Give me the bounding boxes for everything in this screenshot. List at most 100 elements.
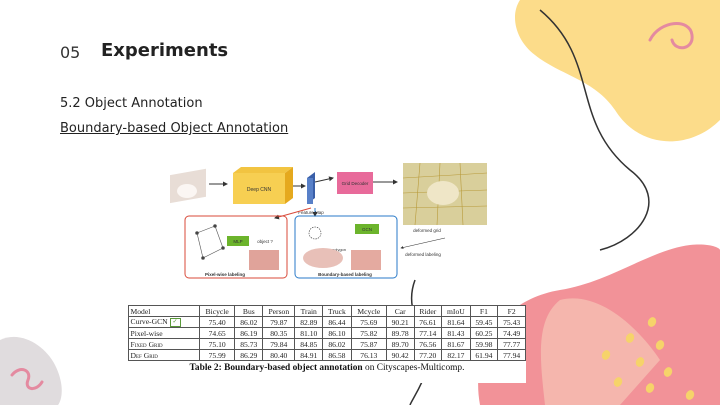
table-caption: Table 2: Boundary-based object annotatio…	[128, 363, 526, 373]
pixelwise-panel: MLP object ? Pixel-wise labeling	[184, 215, 288, 279]
feature-map-block: Feature Map	[298, 172, 324, 215]
polygon-label: polygon	[332, 247, 346, 252]
deep-cnn-label: Deep CNN	[247, 187, 272, 193]
table-cell: 77.20	[413, 349, 443, 361]
table-cell: 80.40	[262, 349, 296, 361]
pixelwise-labeling-label: Pixel-wise labeling	[205, 272, 245, 277]
table-cell: 77.77	[497, 338, 526, 350]
column-header: F1	[469, 305, 499, 317]
squiggle-decoration	[10, 368, 44, 390]
table-cell: 86.10	[322, 327, 352, 339]
subsubsection-heading: Boundary-based Object Annotation	[60, 121, 289, 136]
table-cell: 81.64	[441, 316, 471, 328]
table-cell: 86.02	[322, 338, 352, 350]
column-header: Train	[294, 305, 324, 317]
peach-blob	[540, 298, 660, 405]
table-cell: 86.02	[234, 316, 264, 328]
object-q-label: object ?	[257, 239, 273, 244]
column-header: Truck	[322, 305, 352, 317]
table-cell: 75.69	[350, 316, 387, 328]
column-header: Mcycle	[350, 305, 387, 317]
boundary-labeling-label: Boundary-based labeling	[318, 272, 372, 277]
table-cell: 75.40	[198, 316, 236, 328]
mlp-label: MLP	[233, 239, 242, 244]
table-cell: 76.61	[413, 316, 443, 328]
section-number: 05	[60, 43, 81, 62]
results-table: Model Bicycle Bus Person Train Truck Mcy…	[128, 305, 526, 361]
table-caption-rest: on Cityscapes-Multicomp.	[362, 363, 465, 373]
model-cell: Curve-GCN ✓	[128, 316, 200, 328]
table-cell: 90.21	[385, 316, 415, 328]
table-cell: 79.87	[262, 316, 296, 328]
gray-blob	[0, 336, 62, 405]
table-cell: 77.14	[413, 327, 443, 339]
column-header: mIoU	[441, 305, 471, 317]
table-cell: 82.89	[294, 316, 324, 328]
model-name: Def Grid	[128, 349, 200, 361]
table-cell: 85.73	[234, 338, 264, 350]
table-cell: 86.44	[322, 316, 352, 328]
table-cell: 60.25	[469, 327, 499, 339]
input-photo	[170, 168, 206, 204]
table-cell: 81.10	[294, 327, 324, 339]
table-cell: 81.43	[441, 327, 471, 339]
table-cell: 89.78	[385, 327, 415, 339]
check-icon: ✓	[169, 317, 181, 327]
deformed-grid-photo: deformed grid	[402, 162, 488, 233]
table-cell: 74.65	[198, 327, 236, 339]
column-header: Bus	[234, 305, 264, 317]
deformed-grid-label: deformed grid	[413, 228, 441, 233]
table-row: Fixed Grid 75.10 85.73 79.84 84.85 86.02…	[128, 338, 526, 350]
column-header: Bicycle	[198, 305, 236, 317]
table-cell: 86.58	[322, 349, 352, 361]
subsection-heading: 5.2 Object Annotation	[60, 96, 203, 111]
model-name: Fixed Grid	[128, 338, 200, 350]
section-title: Experiments	[101, 40, 229, 61]
table-row: Def Grid 75.99 86.29 80.40 84.91 86.58 7…	[128, 349, 526, 361]
model-name: Curve-GCN	[130, 317, 168, 327]
table-cell: 75.87	[350, 338, 387, 350]
model-name: Pixel-wise	[128, 327, 200, 339]
table-cell: 84.91	[294, 349, 324, 361]
table-cell: 75.82	[350, 327, 387, 339]
grid-decoder-block: Grid Decoder	[337, 172, 373, 194]
yellow-blob	[515, 0, 720, 142]
grid-decoder-label: Grid Decoder	[342, 181, 369, 186]
dot-pattern	[601, 317, 695, 400]
column-header: Rider	[413, 305, 443, 317]
table-cell: 79.84	[262, 338, 296, 350]
graph-icon	[195, 224, 225, 260]
table-cell: 89.70	[385, 338, 415, 350]
table-cell: 75.10	[198, 338, 236, 350]
table-cell: 59.45	[469, 316, 499, 328]
table-caption-bold: Table 2: Boundary-based object annotatio…	[189, 363, 363, 373]
table-cell: 81.67	[441, 338, 471, 350]
column-header: Model	[128, 305, 200, 317]
table-row: Curve-GCN ✓ 75.40 86.02 79.87 82.89 86.4…	[128, 316, 526, 328]
gcn-label: GCN	[362, 227, 372, 232]
table-cell: 86.19	[234, 327, 264, 339]
table-cell: 76.13	[350, 349, 387, 361]
table-cell: 86.29	[234, 349, 264, 361]
column-header: Person	[262, 305, 296, 317]
table-cell: 76.56	[413, 338, 443, 350]
table-row: Pixel-wise 74.65 86.19 80.35 81.10 86.10…	[128, 327, 526, 339]
table-cell: 84.85	[294, 338, 324, 350]
squiggle-decoration	[539, 9, 650, 251]
deformed-labeling-label: deformed labeling	[405, 252, 441, 257]
deep-cnn-block: Deep CNN	[233, 167, 293, 204]
feature-map-label: Feature Map	[298, 210, 324, 215]
squiggle-decoration	[648, 22, 694, 50]
table-cell: 75.99	[198, 349, 236, 361]
table-cell: 61.94	[469, 349, 499, 361]
column-header: Car	[385, 305, 415, 317]
boundary-panel: GCN polygon Boundary-based labeling	[294, 215, 398, 279]
table-cell: 59.98	[469, 338, 499, 350]
table-header-row: Model Bicycle Bus Person Train Truck Mcy…	[128, 305, 526, 317]
column-header: F2	[497, 305, 526, 317]
table-cell: 82.17	[441, 349, 471, 361]
table-cell: 75.43	[497, 316, 526, 328]
table-cell: 80.35	[262, 327, 296, 339]
table-cell: 77.94	[497, 349, 526, 361]
